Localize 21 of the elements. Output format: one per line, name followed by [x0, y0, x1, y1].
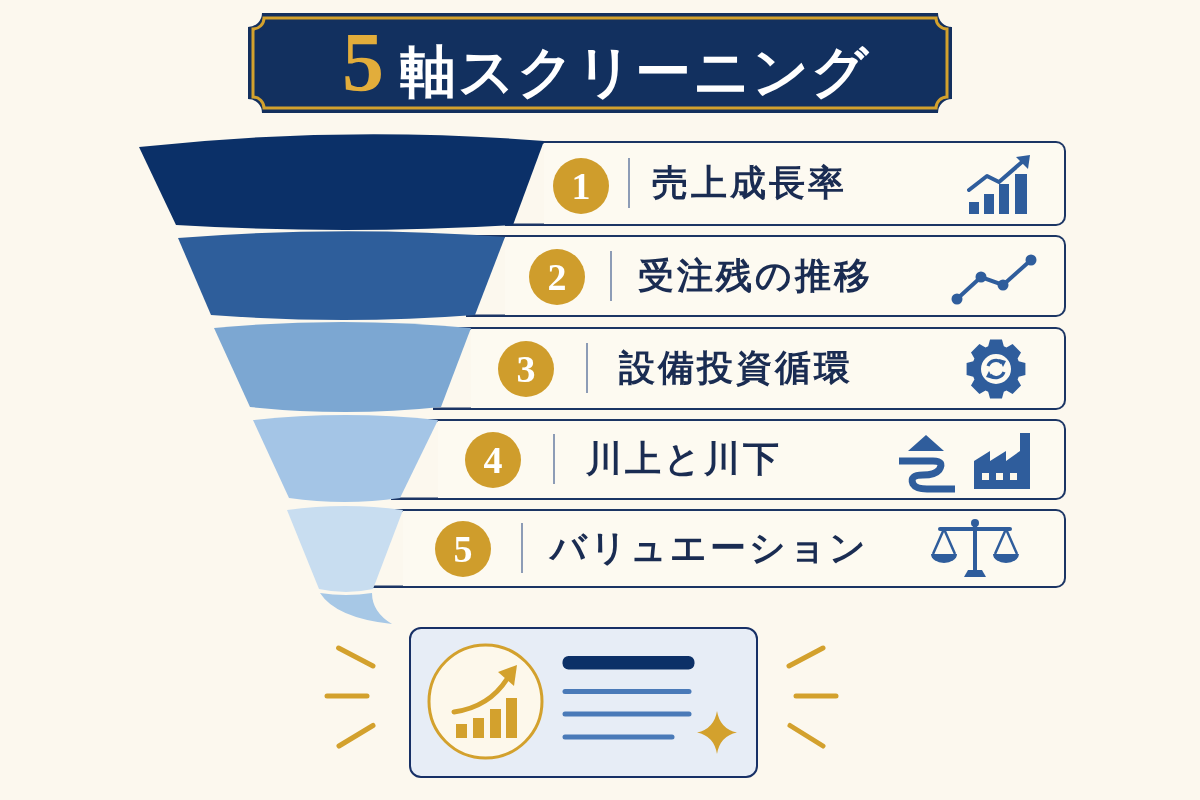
criterion-row	[505, 235, 1066, 317]
criterion-label: 設備投資循環	[619, 346, 853, 390]
criterion-row	[471, 327, 1066, 410]
funnel-band	[213, 322, 471, 412]
criterion-label: 受注残の推移	[638, 253, 873, 298]
criterion-label: バリュエーション	[550, 526, 869, 570]
funnel-band	[286, 506, 403, 625]
result-card	[409, 627, 758, 778]
funnel-band	[177, 231, 505, 320]
number-badge: 4	[465, 431, 521, 488]
number-badge: 2	[529, 248, 585, 305]
number-badge: 5	[435, 520, 491, 577]
funnel-band	[252, 415, 438, 502]
criterion-label: 売上成長率	[652, 161, 847, 205]
criterion-row	[403, 509, 1066, 588]
criterion-label: 川上と川下	[586, 437, 782, 481]
funnel-band	[138, 133, 544, 230]
number-badge: 1	[553, 157, 609, 214]
criterion-row	[438, 419, 1066, 500]
number-badge: 3	[498, 340, 554, 397]
criterion-row	[544, 141, 1066, 226]
